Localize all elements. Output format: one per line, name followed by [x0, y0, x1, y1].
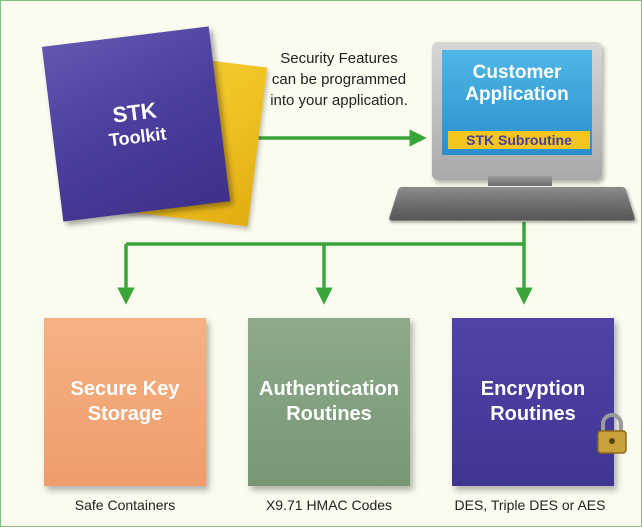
component-label-line-2: Storage	[87, 403, 163, 425]
secure-key-storage-box: Secure Key Storage	[44, 318, 206, 486]
security-note: Security Features can be programmed into…	[258, 48, 420, 111]
monitor-screen: Customer Application STK Subroutine	[442, 50, 592, 155]
component-label-line-1: Encryption	[480, 378, 586, 400]
encryption-routines-box: Encryption Routines	[452, 318, 614, 486]
screen-line-1: Customer	[472, 62, 562, 83]
monitor-stand	[488, 176, 552, 186]
caption-encryption-algorithms: DES, Triple DES or AES	[454, 497, 606, 513]
caption-hmac-codes: X9.71 HMAC Codes	[265, 497, 393, 513]
note-line-2: can be programmed	[271, 71, 407, 88]
authentication-routines-box: Authentication Routines	[248, 318, 410, 486]
component-label-line-2: Routines	[286, 403, 372, 425]
padlock-icon	[597, 413, 627, 454]
component-label-line-2: Routines	[490, 403, 576, 425]
note-line-1: Security Features	[280, 50, 398, 67]
screen-line-2: Application	[465, 84, 569, 105]
component-label-line-1: Authentication	[259, 378, 399, 400]
stk-toolkit-book: STK Toolkit	[41, 26, 231, 222]
stk-subroutine-bar: STK Subroutine	[448, 131, 590, 149]
note-line-3: into your application.	[270, 92, 408, 109]
computer-monitor: Customer Application STK Subroutine	[432, 42, 602, 180]
keyboard	[388, 186, 636, 221]
component-label-line-1: Secure Key	[70, 378, 180, 400]
caption-safe-containers: Safe Containers	[74, 497, 176, 513]
